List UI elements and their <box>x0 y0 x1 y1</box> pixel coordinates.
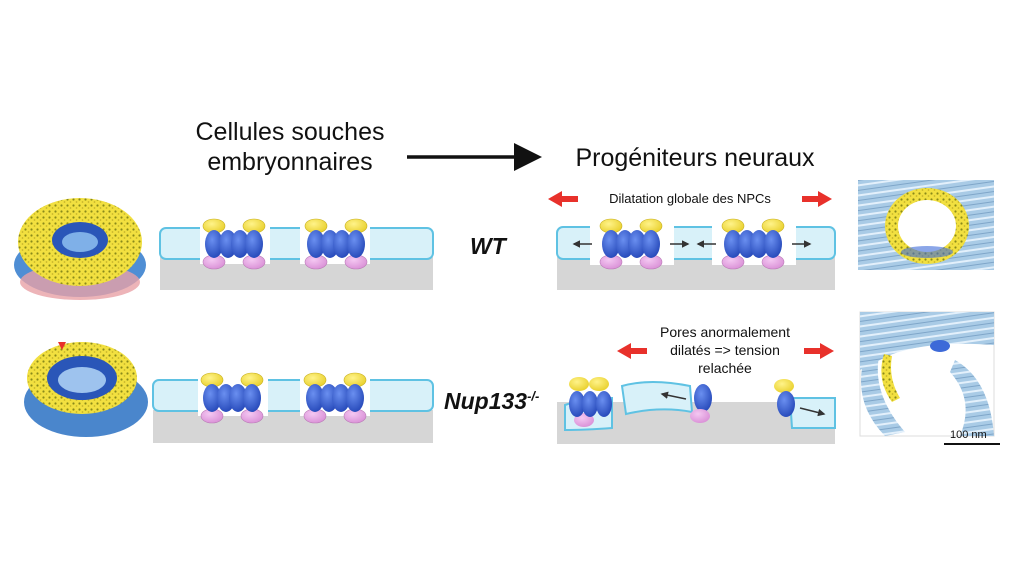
membrane-wt-np <box>556 218 836 290</box>
title-neural-progenitors: Progéniteurs neuraux <box>575 144 815 172</box>
scalebar-label: 100 nm <box>950 429 987 441</box>
membrane-mutant-np <box>557 377 836 444</box>
membrane-wt-esc <box>159 218 434 290</box>
label-mutant: Nup133-/- <box>444 388 539 415</box>
note-mutant: Pores anormalement dilatés => tension re… <box>650 323 800 377</box>
npc-render-wt-esc <box>14 198 146 300</box>
note-mutant-line3: relachée <box>698 360 752 376</box>
note-wt: Dilatation globale des NPCs <box>609 191 771 206</box>
em-image-wt <box>858 180 994 270</box>
dilation-arrow-wt <box>548 191 832 207</box>
label-mutant-sup: -/- <box>527 388 540 404</box>
membrane-mutant-esc <box>152 372 434 443</box>
note-mutant-line1: Pores anormalement <box>660 324 790 340</box>
npc-render-mutant-esc <box>24 342 148 437</box>
note-mutant-line2: dilatés => tension <box>670 342 780 358</box>
label-mutant-gene: Nup133 <box>444 388 528 414</box>
label-wt: WT <box>470 233 506 259</box>
em-image-mutant <box>859 311 1000 445</box>
title-esc-line1: Cellules souches <box>195 118 385 146</box>
dilation-arrow-mutant <box>617 343 834 359</box>
title-esc: Cellules souches embryonnaires <box>180 117 400 177</box>
title-esc-line2: embryonnaires <box>207 148 373 176</box>
